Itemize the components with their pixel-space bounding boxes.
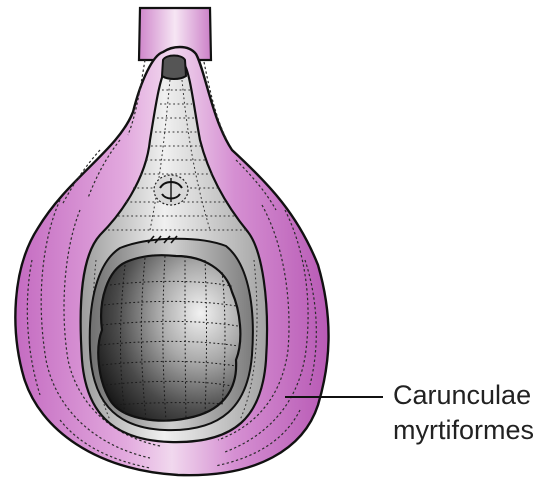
central-mass (98, 255, 240, 420)
annotation-label-line1: Carunculae (393, 380, 531, 410)
upper-opening (162, 56, 186, 80)
annotation-label-line2: myrtiformes (393, 415, 534, 445)
urethral-opening (154, 175, 188, 205)
